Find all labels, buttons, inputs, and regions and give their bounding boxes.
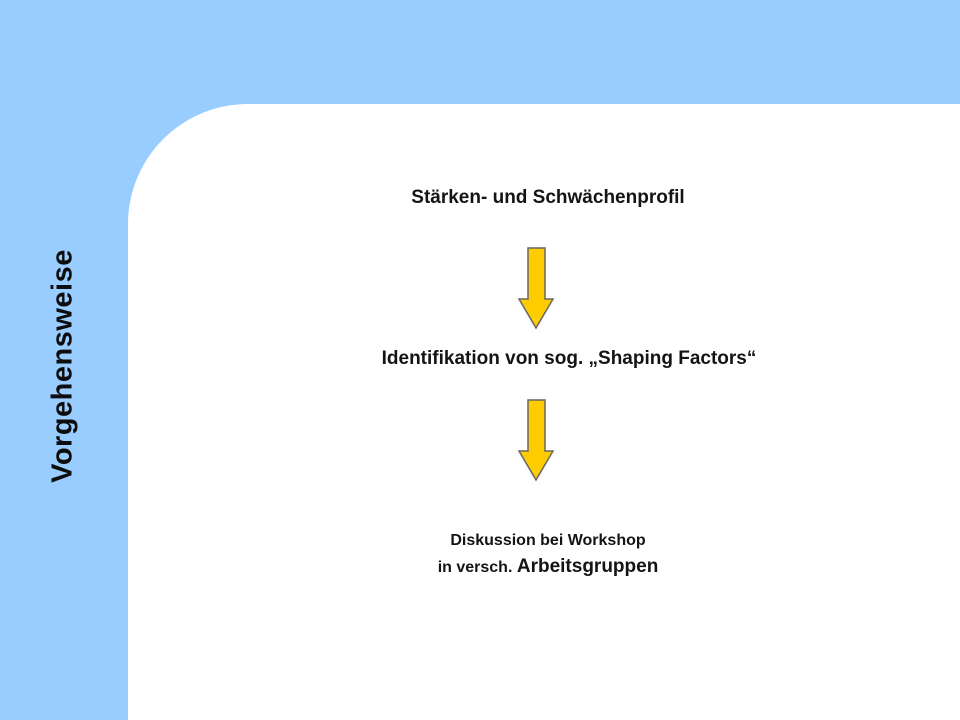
side-title: Vorgehensweise xyxy=(46,249,79,483)
step-workshop-line2: in versch. Arbeitsgruppen xyxy=(438,554,659,581)
step-strengths-weaknesses-profile: Stärken- und Schwächenprofil xyxy=(411,187,685,208)
down-arrow-icon xyxy=(517,399,555,482)
step-workshop-line1: Diskussion bei Workshop xyxy=(450,532,646,549)
step-workshop-discussion: Diskussion bei Workshop in versch. Arbei… xyxy=(438,528,659,581)
step-workshop-line2-prefix: in versch. xyxy=(437,559,517,576)
down-arrow-icon xyxy=(517,247,555,330)
step-shaping-factors: Identifikation von sog. „Shaping Factors… xyxy=(381,348,757,369)
step-workshop-line2-emphasis: Arbeitsgruppen xyxy=(516,556,659,577)
